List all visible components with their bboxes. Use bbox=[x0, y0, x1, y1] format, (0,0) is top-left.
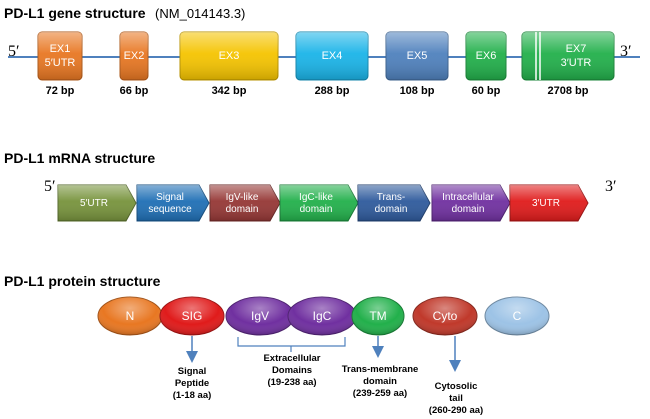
protein-domain-cyto: Cyto bbox=[412, 296, 478, 336]
exon-6-gloss bbox=[466, 32, 506, 80]
exon-5-label: EX5 bbox=[407, 50, 428, 62]
mrna-segment-1-gloss bbox=[58, 185, 136, 221]
mrna-segment-7: 3′UTR bbox=[509, 184, 589, 222]
exon-6-length: 60 bp bbox=[472, 85, 501, 97]
exon-1-length: 72 bp bbox=[46, 85, 75, 97]
exon-7-gloss bbox=[522, 32, 614, 80]
mrna-segment-2-gloss bbox=[137, 185, 209, 221]
protein-domain-igv: IgV bbox=[225, 296, 295, 336]
mrna-segment-7-label: 3′UTR bbox=[532, 198, 560, 209]
exon-4-gloss bbox=[296, 32, 368, 80]
exon-3-length: 342 bp bbox=[212, 85, 247, 97]
mrna-5prime-label: 5′ bbox=[44, 178, 56, 195]
gene-5prime-label: 5′ bbox=[8, 43, 20, 60]
exon-7-length: 2708 bp bbox=[548, 85, 589, 97]
extracellular-bracket bbox=[237, 337, 346, 347]
exon-2-gloss bbox=[120, 32, 148, 80]
mrna-segment-5-gloss bbox=[358, 185, 430, 221]
protein-domain-tm-label: TM bbox=[369, 309, 386, 323]
protein-domain-n-label: N bbox=[126, 309, 135, 323]
protein-domain-cyto-label: Cyto bbox=[433, 309, 458, 323]
protein-domain-cyto-gloss bbox=[413, 297, 477, 335]
exon-2: EX2 66 bp bbox=[119, 31, 149, 97]
exon-4-label: EX4 bbox=[322, 50, 343, 62]
exon-4: EX4 288 bp bbox=[295, 31, 369, 97]
mrna-segment-1: 5′UTR bbox=[57, 184, 137, 222]
protein-domain-sig-gloss bbox=[160, 297, 224, 335]
exon-2-length: 66 bp bbox=[120, 85, 149, 97]
mrna-segment-1-label: 5′UTR bbox=[80, 198, 108, 209]
protein-domain-n: N bbox=[97, 296, 163, 336]
mrna-segment-5: Trans-domain bbox=[357, 184, 431, 222]
mrna-3prime-label: 3′ bbox=[605, 178, 617, 195]
protein-domain-c-label: C bbox=[513, 309, 522, 323]
protein-domain-sig-label: SIG bbox=[182, 309, 203, 323]
mrna-segment-4-gloss bbox=[280, 185, 358, 221]
exon-3-label: EX3 bbox=[219, 50, 240, 62]
protein-domain-igc: IgC bbox=[287, 296, 357, 336]
protein-domain-c: C bbox=[484, 296, 550, 336]
exon-3: EX3 342 bp bbox=[179, 31, 279, 97]
exon-6-label: EX6 bbox=[476, 50, 497, 62]
mrna-segment-3-gloss bbox=[210, 185, 280, 221]
gene-3prime-label: 3′ bbox=[620, 43, 632, 60]
mrna-segment-7-gloss bbox=[510, 185, 588, 221]
protein-domain-sig: SIG bbox=[159, 296, 225, 336]
exon-4-length: 288 bp bbox=[315, 85, 350, 97]
exon-3-gloss bbox=[180, 32, 278, 80]
protein-domain-c-gloss bbox=[485, 297, 549, 335]
exon-2-label: EX2 bbox=[124, 50, 145, 62]
mrna-segment-5-label: Trans-domain bbox=[375, 192, 408, 215]
mrna-title: PD-L1 mRNA structure bbox=[4, 150, 155, 166]
exon-5-length: 108 bp bbox=[400, 85, 435, 97]
exon-5-gloss bbox=[386, 32, 448, 80]
protein-domain-tm-gloss bbox=[352, 297, 404, 335]
protein-domain-group: N SIG IgV IgC TM Cyto C bbox=[97, 296, 550, 336]
exon-6: EX6 60 bp bbox=[465, 31, 507, 97]
protein-domain-igc-label: IgC bbox=[313, 309, 332, 323]
protein-domain-n-gloss bbox=[98, 297, 162, 335]
protein-domain-igv-label: IgV bbox=[251, 309, 269, 323]
gene-title: PD-L1 gene structure (NM_014143.3) bbox=[4, 5, 245, 22]
protein-title: PD-L1 protein structure bbox=[4, 273, 161, 289]
mrna-segment-6-gloss bbox=[432, 185, 510, 221]
protein-domain-tm: TM bbox=[351, 296, 405, 336]
exon-5: EX5 108 bp bbox=[385, 31, 449, 97]
protein-domain-igv-gloss bbox=[226, 297, 294, 335]
exon-1-gloss bbox=[38, 32, 82, 80]
protein-domain-igc-gloss bbox=[288, 297, 356, 335]
